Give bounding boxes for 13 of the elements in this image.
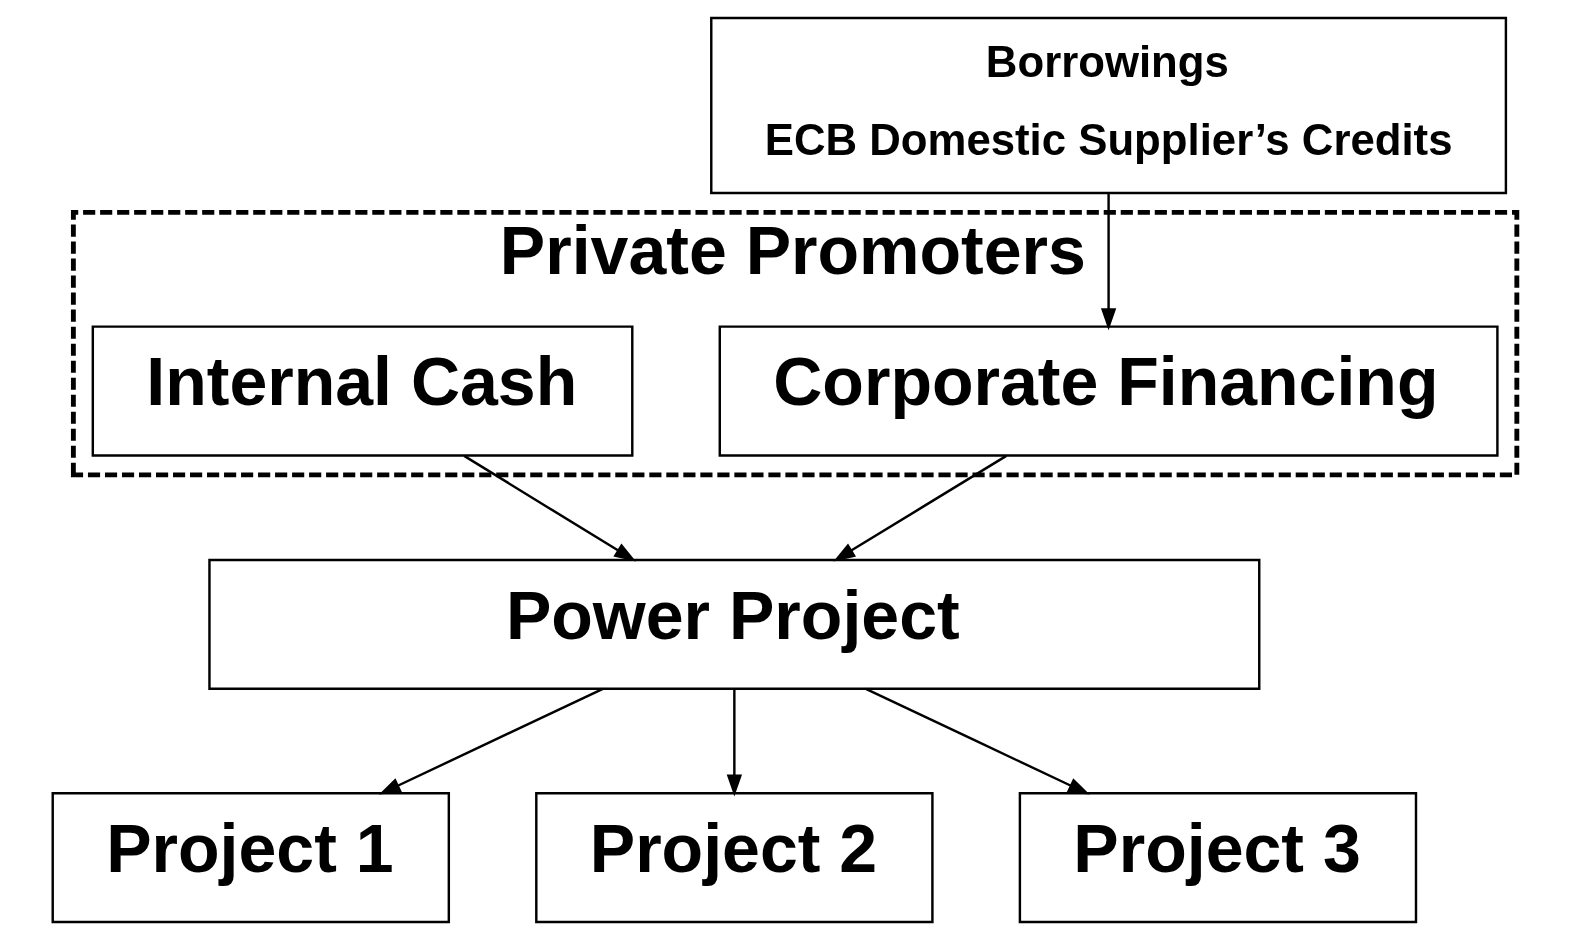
arrow (463, 454, 636, 562)
node-box: Project 1 (51, 792, 450, 924)
node-box: Power Project (207, 558, 1260, 690)
arrow (378, 687, 603, 795)
node-box: Borrowings ECB Domestic Supplier’s Credits (709, 16, 1507, 195)
arrow (864, 687, 1090, 795)
node-box: Internal Cash (91, 325, 633, 457)
arrow (832, 454, 1007, 562)
arrow (726, 689, 742, 797)
arrow (1100, 193, 1116, 331)
node-box: Project 2 (534, 792, 934, 924)
node-box: Project 3 (1018, 792, 1417, 924)
node-box: Corporate Financing (718, 325, 1499, 457)
